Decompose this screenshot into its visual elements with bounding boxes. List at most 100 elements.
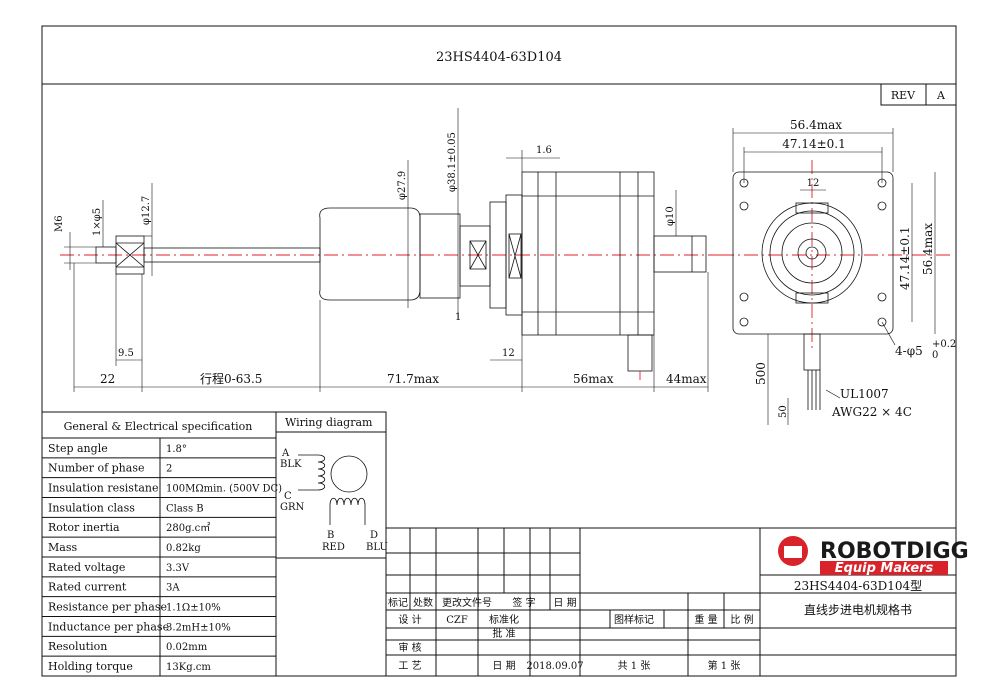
spec-value: 280g.c㎡	[166, 522, 210, 534]
dim-t1-6: 1.6	[536, 145, 552, 156]
spec-key: Rotor inertia	[48, 521, 120, 534]
tb-gong: 共 1 张	[618, 660, 651, 672]
spec-value: 2	[166, 464, 172, 475]
spec-key: Step angle	[48, 442, 108, 455]
dim-56: 56max	[573, 372, 614, 386]
dim-d27-9: φ27.9	[397, 171, 408, 200]
wire-c: C	[284, 491, 292, 502]
tb-zhongliang: 重 量	[694, 613, 717, 626]
spec-key: Insulation resistane	[48, 482, 159, 495]
spec-value: 0.02mm	[166, 642, 208, 653]
dim-h56-4: 56.4max	[921, 223, 935, 275]
dim-500: 500	[754, 362, 768, 385]
spec-key: Rated voltage	[48, 561, 125, 574]
wiring-diagram: Wiring diagram A BLK C GRN B RED D BLU	[275, 411, 388, 559]
front-flange	[732, 171, 894, 335]
coil-ac	[298, 454, 326, 491]
dim-w56-4: 56.4max	[790, 118, 842, 132]
front-view	[720, 160, 950, 410]
dim-22: 22	[100, 372, 115, 386]
spec-key: Resolution	[48, 640, 107, 653]
wiring-title: Wiring diagram	[285, 416, 373, 429]
spec-key: Number of phase	[48, 462, 144, 475]
rev-box	[880, 83, 957, 106]
drawing-title: 23HS4404-63D104	[436, 50, 562, 65]
tb-model: 23HS4404-63D104型	[794, 579, 922, 593]
dim-50: 50	[778, 405, 789, 418]
tb-name: 直线步进电机规格书	[804, 602, 912, 617]
dim-holes-tol-lo: 0	[932, 350, 938, 361]
tb-chushu: 处数	[413, 596, 433, 609]
tb-designer: CZF	[446, 615, 468, 626]
wire-blu: BLU	[366, 542, 388, 553]
wire-b: B	[327, 530, 334, 541]
tb-riqi2: 日 期	[492, 660, 515, 672]
front-dimensions: 56.4max 47.14±0.1 12 47.14±0.1 56.4max 4…	[732, 118, 956, 425]
dim-d12-7: φ12.7	[141, 196, 152, 225]
cable-awg: AWG22 × 4C	[831, 405, 912, 419]
tb-sheji: 设 计	[398, 613, 421, 626]
tb-tuyang: 图样标记	[614, 613, 654, 626]
wire-d: D	[370, 530, 378, 541]
motor-body	[521, 171, 655, 336]
spec-value: 3A	[166, 583, 180, 594]
dim-stroke: 行程0-63.5	[200, 371, 262, 386]
tb-pizhun: 批 准	[492, 627, 515, 640]
cable-ul: UL1007	[840, 387, 889, 401]
tb-bili: 比 例	[730, 613, 753, 626]
dim-hole-12: 12	[807, 178, 820, 189]
tb-di: 第 1 张	[708, 659, 741, 672]
dim-44: 44max	[666, 372, 707, 386]
spec-value: 100MΩmin. (500V DC)	[166, 484, 282, 495]
dim-d5: 1×φ5	[92, 208, 103, 236]
spec-value: 3.3V	[166, 563, 190, 574]
tb-biaozhunhua: 标准化	[489, 613, 519, 626]
rotor-symbol	[330, 455, 368, 493]
robotdigg-logo: ROBOTDIGG Equip Makers	[778, 536, 969, 576]
logo-brand: ROBOTDIGG	[820, 539, 969, 564]
side-view	[60, 171, 722, 380]
mounting-holes	[739, 178, 887, 327]
spec-key: Holding torque	[48, 660, 133, 673]
spec-value: 3.2mH±10%	[166, 622, 231, 633]
cylinder-body	[319, 207, 421, 301]
dim-d38: φ38.1±0.05	[447, 132, 458, 192]
spec-key: Insulation class	[48, 501, 135, 514]
wire-a: A	[281, 448, 290, 459]
logo-tagline: Equip Makers	[835, 561, 934, 576]
spec-key: Mass	[48, 541, 77, 554]
dim-holes: 4-φ5	[895, 344, 923, 358]
tb-gongyi: 工 艺	[398, 660, 421, 672]
spec-key: Resistance per phase	[48, 601, 167, 614]
dim-71-7: 71.7max	[387, 372, 439, 386]
dim-w47-14: 47.14±0.1	[782, 137, 846, 151]
side-dimensions: M6 1×φ5 φ12.7 φ27.9 φ38.1±0.05 1 1.6 φ10…	[54, 108, 709, 392]
dim-holes-tol-hi: +0.2	[932, 339, 956, 350]
spec-table: General & Electrical specification Step …	[41, 411, 282, 677]
spec-value: Class B	[166, 503, 204, 514]
rear-shaft	[653, 235, 707, 273]
wire-grn: GRN	[280, 502, 305, 513]
rev-value: A	[936, 89, 946, 102]
spec-key: Rated current	[48, 581, 127, 594]
dim-d10: φ10	[665, 206, 676, 226]
spec-value: 1.1Ω±10%	[166, 603, 221, 614]
tb-date: 2018.09.07	[526, 661, 583, 672]
tb-shenhe: 审 核	[398, 641, 421, 654]
tb-qianzi: 签 字	[512, 596, 535, 609]
spec-value: 1.8°	[166, 444, 187, 455]
dim-12: 12	[502, 348, 515, 359]
rev-label: REV	[891, 89, 916, 102]
tb-genggai: 更改文件号	[442, 596, 492, 609]
dim-one: 1	[455, 312, 461, 323]
spec-header: General & Electrical specification	[64, 420, 253, 433]
spec-value: 0.82kg	[166, 543, 201, 554]
spec-value: 13Kg.cm	[166, 662, 211, 673]
spec-key: Inductance per phase	[48, 620, 169, 633]
coil-bd	[329, 497, 366, 525]
wire-blk: BLK	[280, 459, 302, 470]
dim-h47-14: 47.14±0.1	[898, 227, 912, 291]
tb-biaoji: 标记	[388, 597, 408, 609]
wire-red: RED	[322, 542, 345, 553]
